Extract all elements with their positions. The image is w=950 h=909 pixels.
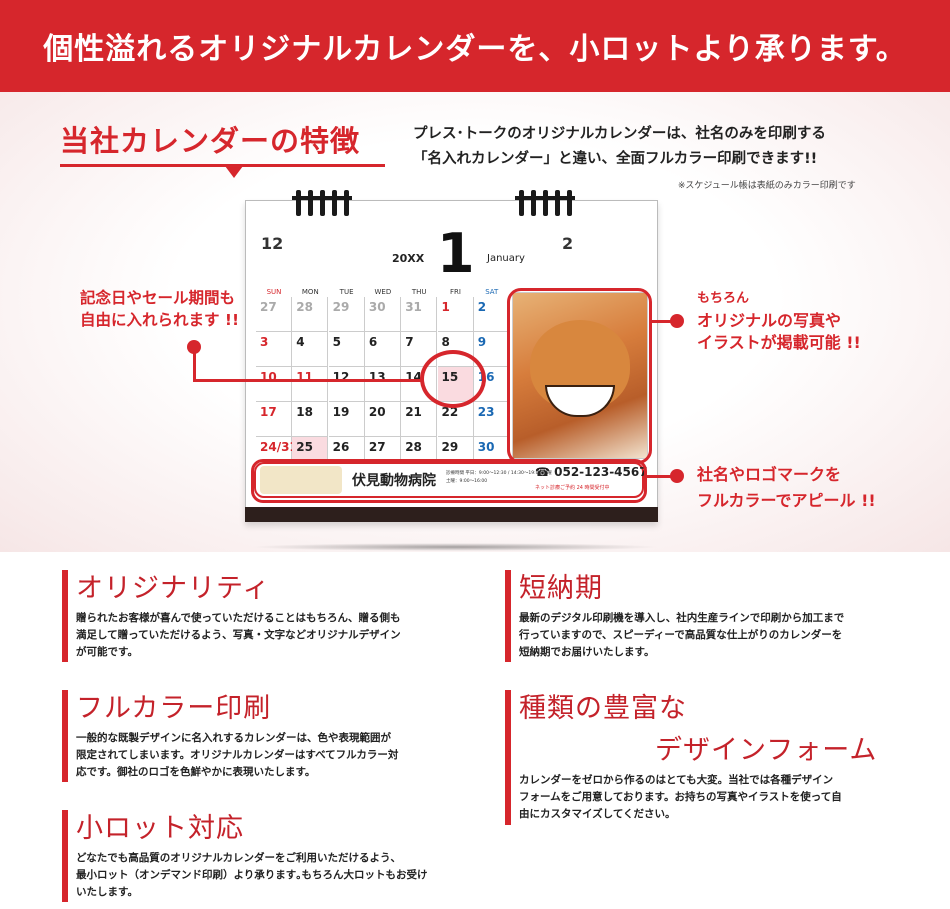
calendar-day: 2	[473, 297, 510, 332]
ring	[555, 190, 560, 216]
calendar-day: 23	[473, 402, 510, 437]
clinic-name: 伏見動物病院	[352, 473, 436, 489]
calendar-day: 4	[292, 332, 329, 367]
weekday-label: SAT	[485, 288, 499, 296]
calendar-day: 31	[401, 297, 438, 332]
ring	[567, 190, 572, 216]
weekday-label: TUE	[339, 288, 354, 296]
calendar-day: 22	[437, 402, 474, 437]
calendar-day: 21	[401, 402, 438, 437]
calendar-base	[245, 507, 658, 522]
weekday-label: FRI	[450, 288, 461, 296]
section-variety: 種類の豊富な デザインフォーム カレンダーをゼロから作るのはとても大変。当社では…	[505, 690, 925, 830]
section-body: 贈られたお客様が喜んで使っていただけることはもちろん、贈る側も満足して贈っていた…	[76, 612, 401, 658]
calendar-day: 28	[292, 297, 329, 332]
calendar-year: 20XX	[392, 252, 425, 265]
calendar-month-name: January	[487, 253, 525, 264]
features-title: 当社カレンダーの特徴	[60, 124, 361, 158]
ring	[519, 190, 524, 216]
section-bar	[62, 690, 68, 782]
photo-highlight-frame	[507, 288, 652, 464]
calendar-month: 1	[437, 222, 475, 285]
section-bar	[505, 690, 511, 825]
callout-right1: もちろん オリジナルの写真や イラストが掲載可能 !!	[697, 291, 861, 352]
calendar-day: 17	[256, 402, 292, 437]
calendar-day: 27	[256, 297, 292, 332]
weekday-label: WED	[374, 288, 392, 296]
highlight-circle	[420, 350, 486, 408]
section-body: 一般的な既製デザインに名入れするカレンダーは、色や表現範囲が限定されてしまいます…	[76, 732, 399, 778]
ring	[308, 190, 313, 216]
callout-right2-line	[647, 475, 672, 478]
section-title-line2: デザインフォーム	[655, 735, 878, 766]
mini-calendar-next: 2	[562, 234, 574, 253]
section-bar	[62, 570, 68, 662]
section-body: どなたでも高品質のオリジナルカレンダーをご利用いただけるよう、最小ロット（オンデ…	[76, 852, 428, 898]
section-originality: オリジナリティ 贈られたお客様が喜んで使っていただけることはもちろん、贈る側も満…	[62, 570, 482, 665]
calendar-day: 18	[292, 402, 329, 437]
callout-right1-line	[652, 320, 672, 323]
mini-calendar-prev: 12	[261, 234, 284, 253]
section-full-color: フルカラー印刷 一般的な既製デザインに名入れするカレンダーは、色や表現範囲が限定…	[62, 690, 482, 785]
intro-line-2: 「名入れカレンダー」と違い、全面フルカラー印刷できます!!	[413, 151, 818, 167]
calendar-day: 19	[328, 402, 365, 437]
section-body: カレンダーをゼロから作るのはとても大変。当社では各種デザインフォームをご用意して…	[519, 774, 842, 820]
calendar-day: 3	[256, 332, 292, 367]
weekday-label: THU	[411, 288, 427, 296]
callout-left: 記念日やセール期間も 自由に入れられます !!	[80, 289, 240, 329]
features-intro: プレス･トークのオリジナルカレンダーは、社名のみを印刷する 「名入れカレンダー」…	[413, 122, 856, 191]
section-bar	[505, 570, 511, 662]
calendar-day: 30	[364, 297, 401, 332]
clinic-reservation: ネット診療ご予約 24 時間受付中	[535, 485, 610, 491]
calendar-day: 6	[364, 332, 401, 367]
intro-note: ※スケジュール帳は表紙のみカラー印刷です	[677, 181, 856, 191]
section-short-delivery: 短納期 最新のデジタル印刷機を導入し、社内生産ラインで印刷から加工まで行っていま…	[505, 570, 925, 665]
ring	[531, 190, 536, 216]
features-underline-notch	[225, 166, 243, 178]
intro-line-1: プレス･トークのオリジナルカレンダーは、社名のみを印刷する	[413, 126, 826, 142]
section-title-line1: 種類の豊富な	[519, 693, 687, 724]
calendar-day: 12	[328, 367, 365, 402]
callout-left-line	[193, 379, 423, 382]
calendar-day: 1	[437, 297, 474, 332]
calendar-day: 29	[328, 297, 365, 332]
top-banner: 個性溢れるオリジナルカレンダーを、小ロットより承ります。	[0, 0, 950, 92]
section-bar	[62, 810, 68, 902]
callout-right2: 社名やロゴマークを フルカラーでアピール !!	[697, 465, 876, 510]
calendar-shadow	[250, 543, 660, 551]
ring	[320, 190, 325, 216]
section-title: オリジナリティ	[76, 573, 271, 604]
footer-highlight-frame	[251, 459, 647, 503]
section-body: 最新のデジタル印刷機を導入し、社内生産ラインで印刷から加工まで行っていますので、…	[519, 612, 845, 658]
pets-image	[260, 466, 342, 494]
clinic-hours: 診療時間 平日：9:00〜12:30 / 14:30〜19:00 水曜 土曜：9…	[446, 471, 552, 484]
weekday-label: SUN	[266, 288, 282, 296]
ring	[344, 190, 349, 216]
callout-right2-dot	[670, 469, 684, 483]
calendar-day: 10	[256, 367, 292, 402]
calendar-day: 20	[364, 402, 401, 437]
callout-left-line	[193, 347, 196, 381]
callout-right1-dot	[670, 314, 684, 328]
banner-title: 個性溢れるオリジナルカレンダーを、小ロットより承ります。	[43, 32, 907, 67]
calendar-day: 11	[292, 367, 329, 402]
section-title: 短納期	[519, 573, 603, 604]
section-small-lot: 小ロット対応 どなたでも高品質のオリジナルカレンダーをご利用いただけるよう、最小…	[62, 810, 482, 905]
calendar-day: 5	[328, 332, 365, 367]
calendar-day: 7	[401, 332, 438, 367]
ring	[332, 190, 337, 216]
features-underline	[60, 164, 385, 167]
ring	[543, 190, 548, 216]
weekday-label: MON	[301, 288, 319, 296]
section-title: 小ロット対応	[76, 813, 244, 844]
ring	[296, 190, 301, 216]
section-title: フルカラー印刷	[76, 693, 272, 724]
calendar-day: 13	[364, 367, 401, 402]
clinic-tel: ☎ 052-123-4567	[535, 465, 648, 479]
